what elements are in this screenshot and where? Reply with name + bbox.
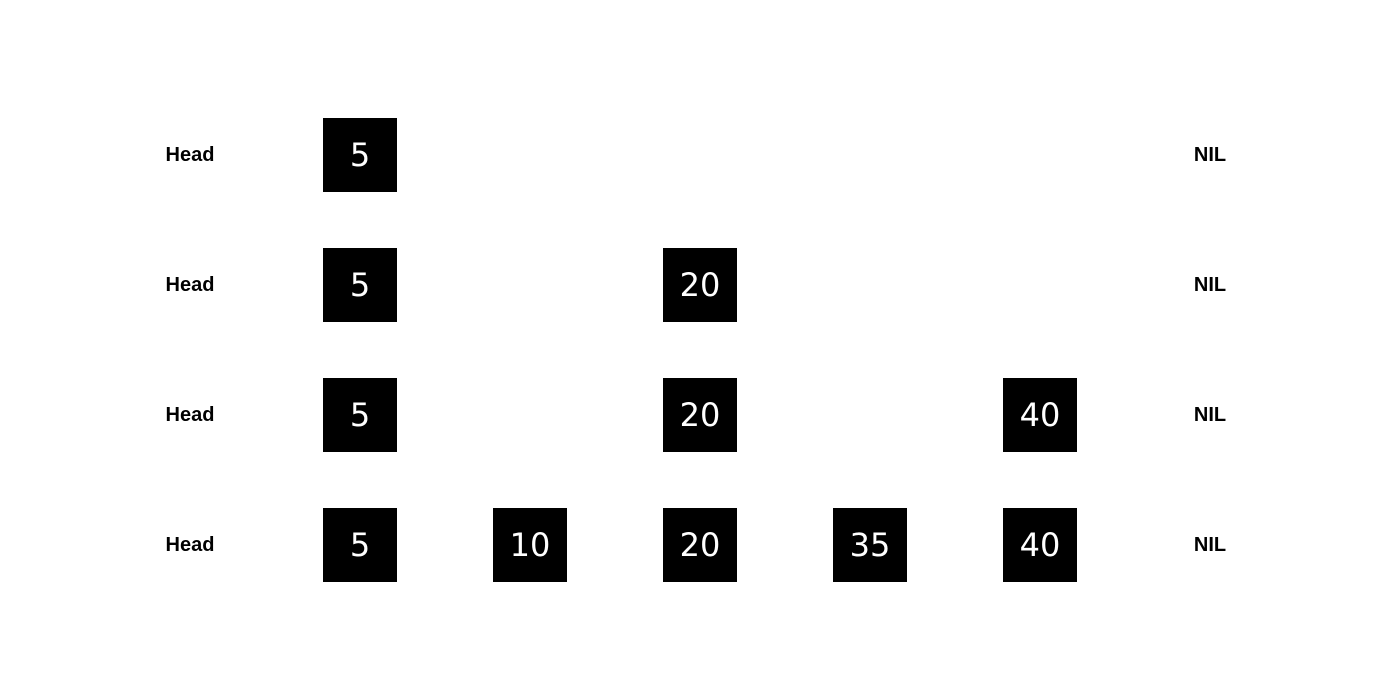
list-node: 10 — [493, 508, 567, 582]
nil-label: NIL — [1193, 534, 1227, 556]
list-node: 40 — [1003, 378, 1077, 452]
skip-list-level: Head 5 NIL — [0, 118, 1400, 192]
head-label: Head — [165, 144, 215, 166]
list-node: 5 — [323, 378, 397, 452]
list-node: 5 — [323, 118, 397, 192]
list-node: 20 — [663, 248, 737, 322]
list-node: 20 — [663, 378, 737, 452]
list-node: 35 — [833, 508, 907, 582]
list-node: 5 — [323, 508, 397, 582]
nil-label: NIL — [1193, 274, 1227, 296]
nil-label: NIL — [1193, 404, 1227, 426]
list-node: 5 — [323, 248, 397, 322]
list-node: 40 — [1003, 508, 1077, 582]
head-label: Head — [165, 534, 215, 556]
head-label: Head — [165, 404, 215, 426]
skip-list-level: Head 5 20 NIL — [0, 248, 1400, 322]
skip-list-level: Head 5 20 40 NIL — [0, 378, 1400, 452]
head-label: Head — [165, 274, 215, 296]
skip-list-level: Head 5 10 20 35 40 NIL — [0, 508, 1400, 582]
nil-label: NIL — [1193, 144, 1227, 166]
list-node: 20 — [663, 508, 737, 582]
